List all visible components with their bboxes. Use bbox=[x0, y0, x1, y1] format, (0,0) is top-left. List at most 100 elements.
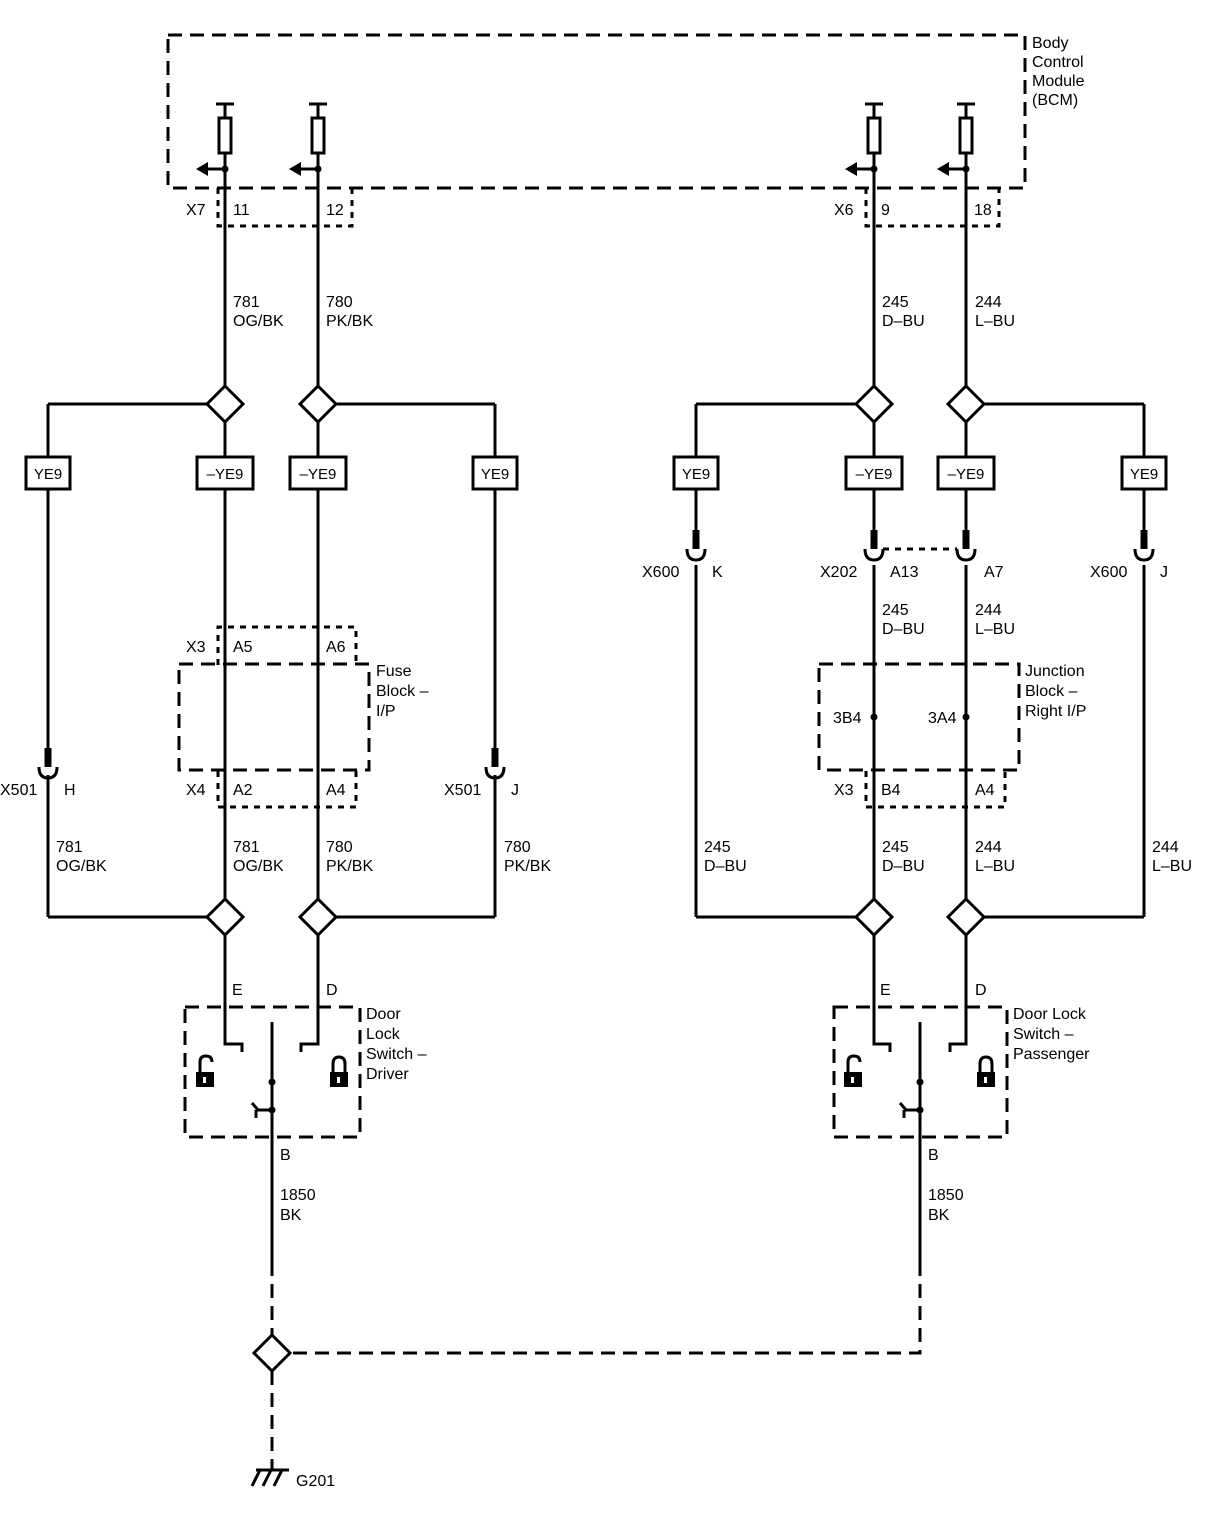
svg-text:YE9: YE9 bbox=[481, 466, 509, 483]
svg-text:X202: X202 bbox=[820, 564, 857, 581]
inline-connector-x600-j: X600 J bbox=[1090, 530, 1168, 581]
bcm-outline bbox=[166, 33, 1027, 190]
svg-text:B: B bbox=[928, 1147, 939, 1164]
svg-text:J: J bbox=[511, 782, 519, 799]
unlock-icon bbox=[196, 1054, 214, 1087]
svg-text:245: 245 bbox=[704, 839, 731, 856]
connector-x3-label: X3 bbox=[186, 639, 206, 656]
wire-label-780-outer: 780 PK/BK bbox=[504, 839, 551, 875]
svg-text:PK/BK: PK/BK bbox=[326, 858, 373, 875]
door-lock-switch-driver: E D B bbox=[183, 982, 362, 1262]
lock-icon bbox=[330, 1055, 348, 1087]
option-box-4: YE9 bbox=[471, 455, 519, 491]
svg-text:780: 780 bbox=[504, 839, 531, 856]
ground-icon bbox=[250, 1465, 289, 1487]
wire-label-244-bottom: 244 L–BU bbox=[975, 839, 1015, 875]
bcm-label: Body Control Module (BCM) bbox=[1032, 35, 1085, 109]
svg-text:YE9: YE9 bbox=[34, 466, 62, 483]
ground-splice-node bbox=[251, 1332, 293, 1374]
connector-x7-pin-12: 12 bbox=[326, 202, 344, 219]
svg-text:OG/BK: OG/BK bbox=[233, 313, 284, 330]
svg-text:Junction: Junction bbox=[1025, 663, 1085, 680]
wire-label-780-bottom: 780 PK/BK bbox=[326, 839, 373, 875]
inline-connector-x501-j: X501 J bbox=[444, 748, 519, 799]
svg-text:Door: Door bbox=[366, 1006, 401, 1023]
svg-text:–YE9: –YE9 bbox=[948, 466, 985, 483]
svg-text:245: 245 bbox=[882, 602, 909, 619]
svg-text:D: D bbox=[975, 982, 987, 999]
option-box-2: –YE9 bbox=[195, 455, 255, 491]
svg-text:244: 244 bbox=[1152, 839, 1179, 856]
svg-text:D–BU: D–BU bbox=[882, 858, 925, 875]
splice-node-245-bottom bbox=[853, 896, 895, 938]
splice-node-780-bottom bbox=[297, 896, 339, 938]
inline-connector-x202: X202 A13 A7 bbox=[820, 530, 1004, 581]
svg-text:X501: X501 bbox=[0, 782, 37, 799]
svg-text:X600: X600 bbox=[642, 564, 679, 581]
fuse-block-outline bbox=[177, 662, 371, 772]
splice-node-244-top bbox=[945, 383, 987, 425]
wire-label-781-outer: 781 OG/BK bbox=[56, 839, 107, 875]
splice-node-781-bottom bbox=[204, 896, 246, 938]
wire-label-780-top: 780 PK/BK bbox=[326, 294, 373, 330]
svg-text:A7: A7 bbox=[984, 564, 1004, 581]
svg-text:L–BU: L–BU bbox=[975, 621, 1015, 638]
svg-text:–YE9: –YE9 bbox=[207, 466, 244, 483]
connector-x6-pin-9: 9 bbox=[881, 202, 890, 219]
bcm-output-4 bbox=[937, 102, 975, 400]
svg-text:I/P: I/P bbox=[376, 703, 396, 720]
svg-text:Lock: Lock bbox=[366, 1026, 401, 1043]
wire-label-1850-driver: 1850 BK bbox=[280, 1187, 316, 1224]
svg-text:D–BU: D–BU bbox=[704, 858, 747, 875]
svg-text:244: 244 bbox=[975, 602, 1002, 619]
svg-text:780: 780 bbox=[326, 839, 353, 856]
splice-node-780-top bbox=[297, 383, 339, 425]
connector-x3-junction-label: X3 bbox=[834, 782, 854, 799]
connector-x4-label: X4 bbox=[186, 782, 206, 799]
wire-label-1850-passenger: 1850 BK bbox=[928, 1187, 964, 1224]
option-box-8: YE9 bbox=[1120, 455, 1168, 491]
svg-text:X600: X600 bbox=[1090, 564, 1127, 581]
svg-text:D–BU: D–BU bbox=[882, 313, 925, 330]
svg-text:YE9: YE9 bbox=[682, 466, 710, 483]
connector-x3-junction-pin-b4: B4 bbox=[881, 782, 901, 799]
connector-x4-pin-a2: A2 bbox=[233, 782, 253, 799]
svg-text:Driver: Driver bbox=[366, 1066, 409, 1083]
junction-block-label: Junction Block – Right I/P bbox=[1025, 663, 1086, 720]
wire-label-781-top: 781 OG/BK bbox=[233, 294, 284, 330]
svg-text:PK/BK: PK/BK bbox=[326, 313, 373, 330]
svg-text:245: 245 bbox=[882, 294, 909, 311]
svg-text:L–BU: L–BU bbox=[1152, 858, 1192, 875]
svg-text:Right I/P: Right I/P bbox=[1025, 703, 1086, 720]
bcm-output-1 bbox=[196, 102, 234, 400]
inline-connector-x501-h: X501 H bbox=[0, 748, 76, 799]
lock-icon bbox=[977, 1055, 995, 1087]
option-box-1: YE9 bbox=[24, 455, 72, 491]
svg-text:Door Lock: Door Lock bbox=[1013, 1006, 1087, 1023]
wire-label-244-outer: 244 L–BU bbox=[1152, 839, 1192, 875]
svg-text:L–BU: L–BU bbox=[975, 858, 1015, 875]
splice-node-245-top bbox=[853, 383, 895, 425]
svg-text:YE9: YE9 bbox=[1130, 466, 1158, 483]
wire-label-245-mid: 245 D–BU bbox=[882, 602, 925, 638]
svg-text:244: 244 bbox=[975, 294, 1002, 311]
svg-text:Module: Module bbox=[1032, 73, 1085, 90]
svg-text:Passenger: Passenger bbox=[1013, 1046, 1090, 1063]
connector-x3-pin-a5: A5 bbox=[233, 639, 253, 656]
junction-pin-3b4: 3B4 bbox=[833, 710, 862, 727]
svg-text:781: 781 bbox=[233, 294, 260, 311]
svg-text:X501: X501 bbox=[444, 782, 481, 799]
bcm-output-2 bbox=[289, 102, 327, 400]
splice-node-781-top bbox=[204, 383, 246, 425]
svg-text:781: 781 bbox=[233, 839, 260, 856]
svg-text:B: B bbox=[280, 1147, 291, 1164]
svg-text:L–BU: L–BU bbox=[975, 313, 1015, 330]
splice-node-244-bottom bbox=[945, 896, 987, 938]
switch-driver-label: Door Lock Switch – Driver bbox=[366, 1006, 427, 1083]
svg-text:E: E bbox=[880, 982, 891, 999]
connector-x7-label: X7 bbox=[186, 202, 206, 219]
door-lock-switch-passenger: E D B bbox=[832, 982, 1009, 1262]
junction-block-outline bbox=[817, 662, 1021, 772]
connector-x3-fuse bbox=[216, 625, 358, 665]
